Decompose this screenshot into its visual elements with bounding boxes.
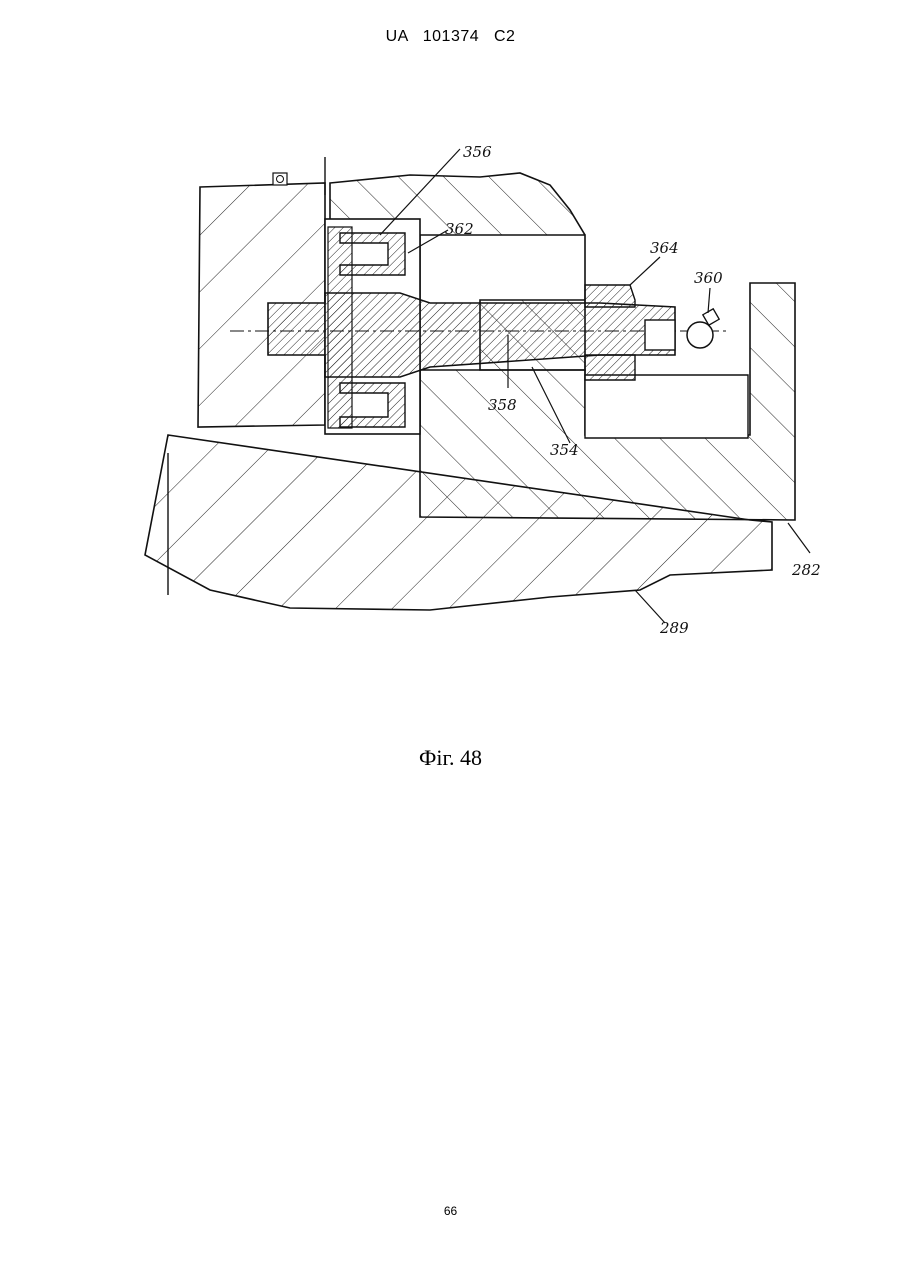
label-358: 358 — [488, 396, 517, 414]
label-362: 362 — [445, 220, 474, 238]
label-360: 360 — [694, 269, 723, 287]
technical-drawing: 356 362 364 360 358 354 282 289 — [130, 135, 830, 645]
patent-header: UA 101374 C2 — [0, 28, 901, 46]
nut-364 — [585, 285, 635, 307]
label-356: 356 — [463, 143, 492, 161]
label-354: 354 — [550, 441, 579, 459]
label-364: 364 — [650, 239, 679, 257]
cavity — [585, 375, 748, 438]
leader-282 — [788, 523, 810, 553]
drawing-svg: 356 362 364 360 358 354 282 289 — [130, 135, 830, 645]
leader-364 — [630, 257, 660, 285]
page-number: 66 — [0, 1204, 901, 1218]
end-cap — [645, 320, 675, 350]
figure-caption: Фіг. 48 — [0, 745, 901, 771]
label-289: 289 — [659, 619, 689, 637]
grease-nipple-360 — [687, 322, 713, 348]
label-282: 282 — [791, 561, 821, 579]
corner-symbol — [273, 173, 287, 185]
nut-364-lower — [585, 355, 635, 380]
leader-360 — [708, 288, 710, 313]
